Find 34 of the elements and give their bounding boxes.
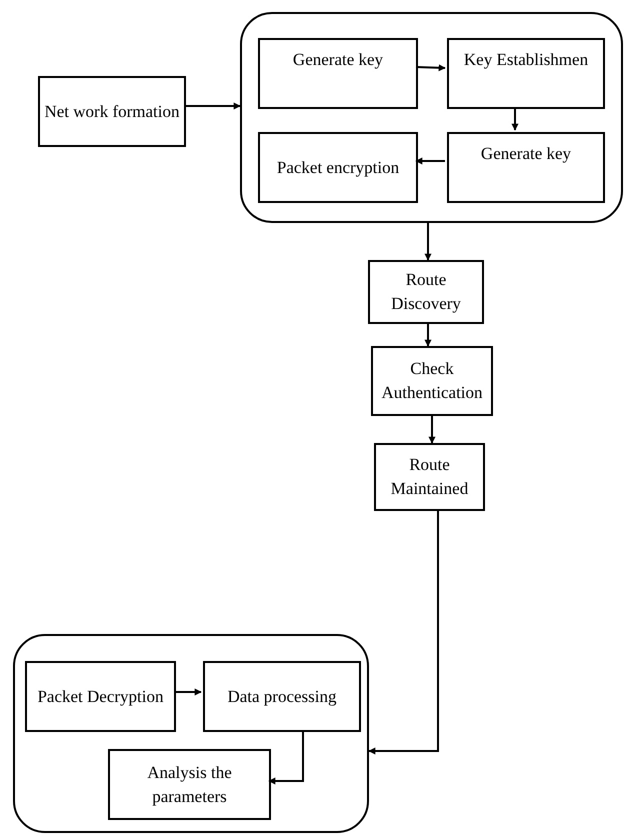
arrow bbox=[424, 324, 432, 347]
box-label: Packet Decryption bbox=[37, 686, 164, 708]
process-box bbox=[258, 132, 418, 203]
group-container bbox=[240, 12, 623, 223]
box-label: Key Establishmen bbox=[464, 49, 588, 71]
box-label: Net work formation bbox=[44, 100, 180, 122]
process-box bbox=[368, 260, 484, 324]
process-box bbox=[374, 443, 485, 511]
group-container bbox=[13, 634, 369, 833]
process-box bbox=[38, 76, 186, 147]
arrow bbox=[512, 107, 518, 131]
process-box bbox=[447, 38, 605, 109]
arrow bbox=[174, 688, 202, 696]
arrow bbox=[416, 64, 446, 72]
process-box bbox=[447, 132, 605, 203]
box-label: Check Authentication bbox=[380, 358, 484, 404]
arrow bbox=[268, 730, 304, 784]
box-label: Generate key bbox=[292, 49, 384, 71]
box-label: Analysis the parameters bbox=[146, 762, 233, 808]
process-box bbox=[258, 38, 418, 109]
arrow bbox=[368, 511, 439, 754]
box-label: Route Discovery bbox=[390, 269, 462, 315]
arrow bbox=[186, 102, 241, 110]
arrow bbox=[424, 223, 432, 261]
box-label: Route Maintained bbox=[390, 454, 470, 500]
box-label: Data processing bbox=[227, 686, 337, 708]
process-box bbox=[108, 749, 271, 820]
process-box bbox=[371, 346, 493, 416]
arrow bbox=[415, 158, 445, 164]
process-box bbox=[25, 661, 176, 732]
arrow bbox=[428, 416, 436, 444]
process-box bbox=[203, 661, 361, 732]
box-label: Generate key bbox=[480, 143, 572, 165]
box-label: Packet encryption bbox=[276, 156, 400, 179]
